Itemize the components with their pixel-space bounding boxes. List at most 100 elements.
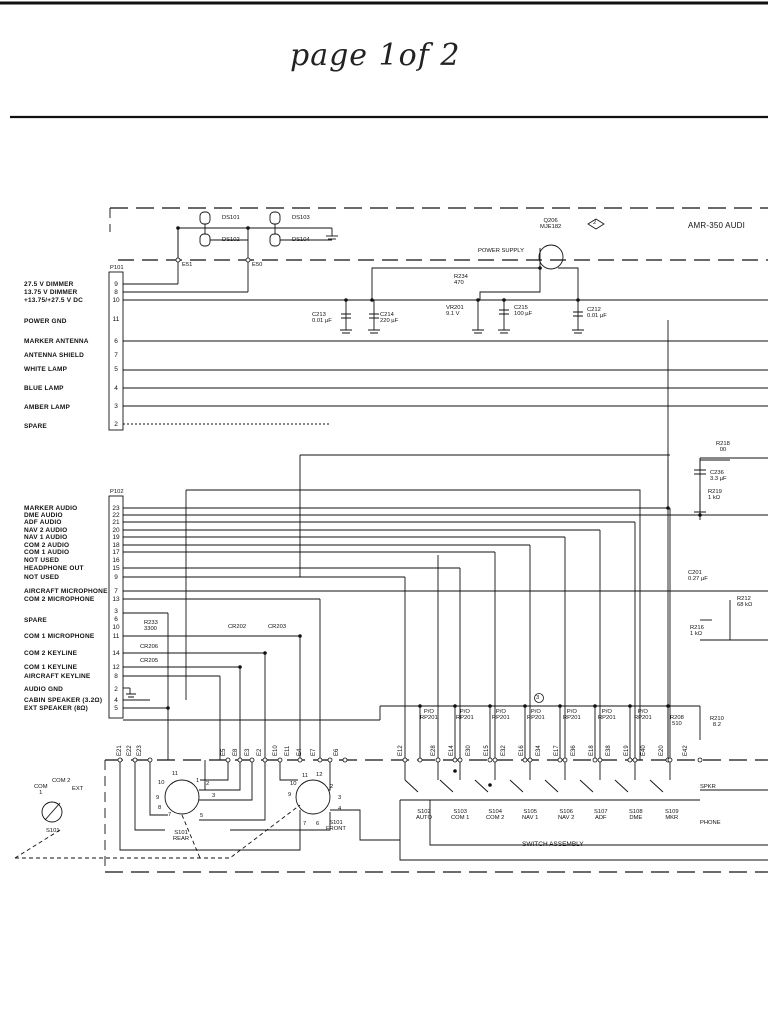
e-point: E23 (137, 745, 143, 756)
e-point: E19 (624, 745, 630, 756)
e-point: E21 (117, 745, 123, 756)
p102-pin-number: 8 (114, 673, 118, 680)
lamp-ds104: DS104 (292, 237, 310, 243)
p102-pin-number: 9 (114, 574, 118, 581)
diode-cr203: CR203 (268, 624, 287, 630)
p101-pin-number: 6 (114, 338, 118, 345)
resistor-r212: R212 68 kΩ (737, 596, 753, 609)
p101-pin-label: BLUE LAMP (24, 385, 64, 392)
switch-name: S104 (488, 809, 502, 815)
resistor-rp201: P/O RP201 (456, 709, 474, 722)
resistor-r208: R208 510 (670, 715, 684, 728)
p101-pin-label: +13.75/+27.5 V DC (24, 297, 84, 304)
p101-pin-number: 11 (112, 316, 120, 323)
connector-p101-name: P101 (110, 265, 124, 271)
p101-pin-number: 2 (114, 421, 118, 428)
front-pin: 4 (338, 806, 342, 812)
selector-pos-com1: COM 1 (34, 784, 48, 797)
front-pin: 7 (303, 821, 307, 827)
switch-label: COM 2 (486, 815, 505, 822)
p102-pin-number: 5 (114, 705, 118, 712)
resistor-r234: R234 470 (454, 274, 468, 287)
e-point: E3 (245, 748, 251, 756)
e-point: E4 (297, 748, 303, 756)
rear-pin: 11 (172, 771, 179, 777)
e-point: E2 (257, 748, 263, 756)
resistor-rp201: P/O RP201 (563, 709, 581, 722)
e-point: E14 (449, 745, 455, 756)
resistor-r210: R210 8.2 (710, 716, 724, 729)
e-point: E16 (519, 745, 525, 756)
diode-cr206: CR206 (140, 644, 159, 650)
p101-pin-label: POWER GND (24, 318, 67, 325)
switch-name: S103 (453, 809, 467, 815)
resistor-r233: R233 3300 (144, 620, 158, 633)
lamp-ds102: DS102 (222, 237, 240, 243)
e-point: E20 (659, 745, 665, 756)
e-point: E11 (285, 745, 291, 756)
capacitor-c236: C236 3.3 µF (710, 470, 727, 483)
p102-pin-label: EXT SPEAKER (8Ω) (24, 705, 89, 712)
capacitor-c215: C215 100 µF (514, 305, 533, 318)
p102-pin-number: 6 (114, 616, 118, 623)
rear-pin: 10 (158, 780, 165, 786)
p102-pin-number: 19 (112, 534, 120, 541)
resistor-rp201: P/O RP201 (527, 709, 545, 722)
front-pin: 3 (338, 795, 342, 801)
p102-pin-label: CABIN SPEAKER (3.2Ω) (24, 697, 103, 704)
e-point: E22 (127, 745, 133, 756)
e-point: E15 (484, 745, 490, 756)
selector-pos-com2: COM 2 (52, 778, 71, 784)
e-point: E28 (431, 745, 437, 756)
p102-pin-label: COM 1 AUDIO (24, 549, 70, 556)
resistor-r218: R218 00 (716, 441, 730, 454)
p101-pin-number: 5 (114, 366, 118, 373)
switch-name: S107 (594, 809, 608, 815)
e-point: E40 (641, 745, 647, 756)
resistor-r216: R216 1 kΩ (690, 625, 704, 638)
capacitor-c212: C212 0.01 µF (587, 307, 607, 320)
handwritten-page-title: page 1of 2 (290, 38, 461, 73)
e-point: E34 (536, 745, 542, 756)
e-point: E17 (554, 745, 560, 756)
p102-pin-number: 13 (112, 596, 120, 603)
p102-pin-label: COM 1 KEYLINE (24, 664, 78, 671)
e-point: E32 (501, 745, 507, 756)
rotary-s101-front: S101 FRONT (326, 820, 346, 833)
switch-name: S102 (417, 809, 431, 815)
e-point: E18 (589, 745, 595, 756)
selector-pos-ext: EXT (72, 786, 84, 792)
p102-pin-number: 7 (114, 588, 118, 595)
switch-name: S106 (559, 809, 573, 815)
test-point-e50: E50 (252, 262, 263, 268)
p101-pin-label: 27.5 V DIMMER (24, 281, 74, 288)
p101-pin-number: 4 (114, 385, 118, 392)
p102-pin-number: 16 (112, 557, 120, 564)
switch-assembly-label: SWITCH ASSEMBLY (522, 841, 584, 848)
lamp-ds101: DS101 (222, 215, 240, 221)
p102-pin-label: COM 2 MICROPHONE (24, 596, 95, 603)
p102-pin-number: 4 (114, 697, 118, 704)
connector-p102-name: P102 (110, 489, 124, 495)
p102-pin-label: COM 2 KEYLINE (24, 650, 78, 657)
resistor-r219: R219 1 kΩ (708, 489, 722, 502)
zener-vr201: VR201 9.1 V (446, 305, 464, 318)
rear-pin: 8 (158, 805, 162, 811)
p102-pin-number: 15 (112, 565, 120, 572)
p102-pin-label: HEADPHONE OUT (24, 565, 84, 572)
p102-pin-number: 3 (114, 608, 118, 615)
front-pin: 6 (316, 821, 320, 827)
rear-pin: 7 (168, 812, 172, 818)
switch-name: S108 (629, 809, 643, 815)
e-point: E36 (571, 745, 577, 756)
resistor-rp201: P/O RP201 (634, 709, 652, 722)
capacitor-c201: C201 0.27 µF (688, 570, 708, 583)
e-point: E42 (683, 745, 689, 756)
p102-pin-number: 22 (112, 512, 120, 519)
switch-label: NAV 2 (558, 815, 575, 822)
p101-pin-number: 10 (112, 297, 120, 304)
rear-pin: 9 (156, 795, 160, 801)
